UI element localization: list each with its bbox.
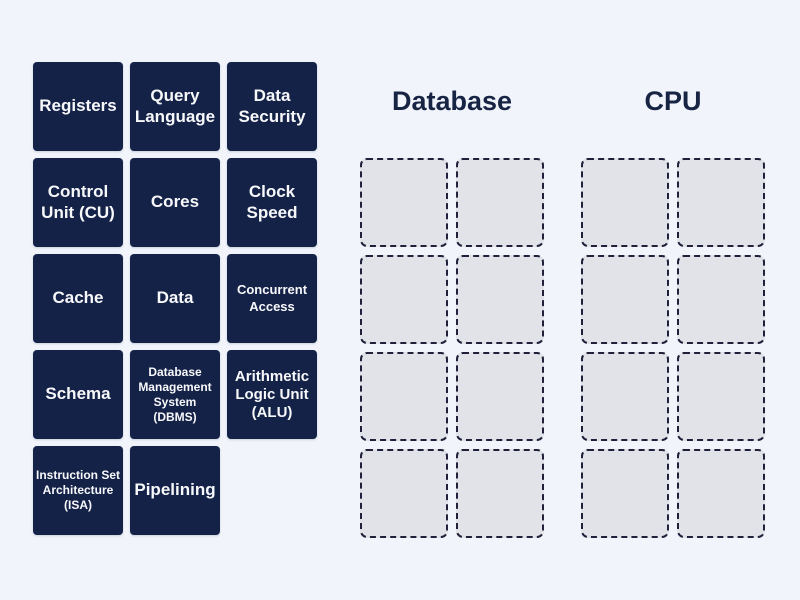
tile-concurrent-access[interactable]: Concurrent Access (227, 254, 317, 343)
tile-clock-speed[interactable]: Clock Speed (227, 158, 317, 247)
tile-data[interactable]: Data (130, 254, 220, 343)
category-database: Database (360, 85, 544, 539)
tile-isa[interactable]: Instruction Set Architecture (ISA) (33, 446, 123, 535)
category-database-title: Database (391, 86, 513, 116)
drop-slot[interactable] (677, 158, 765, 248)
tile-cores[interactable]: Cores (130, 158, 220, 247)
tile-grid: Registers Query Language Data Security C… (33, 62, 317, 535)
tile-query-language[interactable]: Query Language (130, 62, 220, 151)
tile-dbms[interactable]: Database Management System (DBMS) (130, 350, 220, 439)
category-cpu: CPU (581, 85, 765, 539)
drop-slot[interactable] (581, 255, 669, 345)
category-cpu-title: CPU (644, 86, 702, 116)
tile-pipelining[interactable]: Pipelining (130, 446, 220, 535)
drop-slot[interactable] (360, 158, 448, 248)
tile-data-security[interactable]: Data Security (227, 62, 317, 151)
drop-slot[interactable] (456, 352, 544, 442)
tile-cache[interactable]: Cache (33, 254, 123, 343)
tile-control-unit[interactable]: Control Unit (CU) (33, 158, 123, 247)
tile-alu[interactable]: Arithmetic Logic Unit (ALU) (227, 350, 317, 439)
drop-slot[interactable] (360, 255, 448, 345)
drop-slot[interactable] (456, 158, 544, 248)
category-database-slots (360, 158, 544, 539)
category-cpu-slots (581, 158, 765, 539)
drop-slot[interactable] (581, 352, 669, 442)
drop-slot[interactable] (456, 449, 544, 539)
drop-slot[interactable] (581, 449, 669, 539)
drop-slot[interactable] (677, 449, 765, 539)
tile-registers[interactable]: Registers (33, 62, 123, 151)
drop-slot[interactable] (581, 158, 669, 248)
drop-slot[interactable] (677, 352, 765, 442)
drop-slot[interactable] (456, 255, 544, 345)
drop-slot[interactable] (360, 352, 448, 442)
drop-slot[interactable] (360, 449, 448, 539)
tile-schema[interactable]: Schema (33, 350, 123, 439)
drop-slot[interactable] (677, 255, 765, 345)
